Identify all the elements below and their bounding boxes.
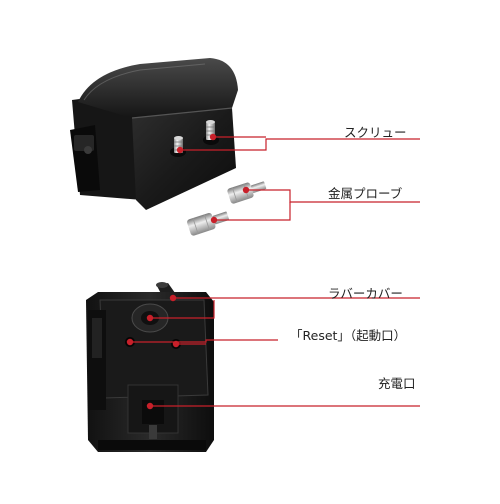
marker-probe-upper bbox=[242, 186, 250, 194]
label-screw: スクリュー bbox=[344, 125, 407, 140]
marker-charge-port bbox=[146, 402, 154, 410]
label-charge-port: 充電口 bbox=[378, 376, 416, 391]
marker-screw-left bbox=[176, 146, 184, 154]
label-metal-probe: 金属プローブ bbox=[328, 186, 403, 201]
leader-rubber-branch bbox=[150, 300, 215, 319]
markers bbox=[126, 133, 250, 410]
label-reset-port: 「Reset」（起動口） bbox=[290, 328, 407, 343]
leader-probe bbox=[247, 189, 420, 203]
bottom-device bbox=[86, 282, 214, 452]
label-rubber-cover: ラバーカバー bbox=[328, 286, 403, 301]
leader-lines bbox=[130, 136, 420, 407]
marker-rubber-piece bbox=[146, 314, 154, 322]
leader-reset bbox=[130, 339, 278, 343]
marker-screw-right bbox=[209, 133, 217, 141]
leader-screw bbox=[181, 138, 420, 151]
marker-reset-right bbox=[172, 340, 180, 348]
probe-lower bbox=[187, 211, 230, 236]
marker-rubber-cover bbox=[169, 294, 177, 302]
marker-reset-left bbox=[126, 338, 134, 346]
marker-probe-lower bbox=[210, 216, 218, 224]
leader-probe-branch bbox=[216, 202, 291, 221]
